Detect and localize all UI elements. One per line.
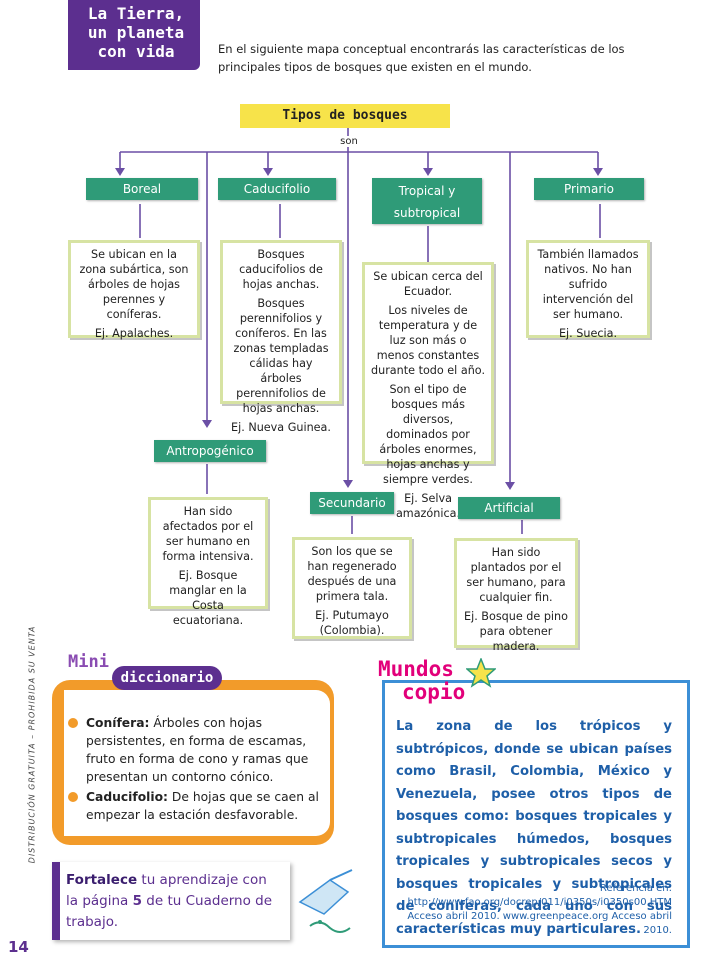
map-root-label: Tipos de bosques bbox=[240, 104, 450, 128]
primario-example: Ej. Suecia. bbox=[558, 327, 618, 340]
label-primario: Primario bbox=[534, 178, 644, 200]
bullet-icon bbox=[68, 718, 78, 728]
fortalece-part-d: de tu Cuaderno de trabajo. bbox=[66, 893, 273, 930]
definition-caducifolio: Caducifolio: De hojas que se caen al emp… bbox=[68, 788, 326, 824]
mundos-logo-top: Mundos bbox=[378, 657, 454, 681]
tropical-example: Ej. Selva amazónica. bbox=[395, 492, 461, 520]
mini-diccionario-panel bbox=[64, 690, 330, 836]
mundos-paragraph: La zona de los trópicos y subtrópicos, d… bbox=[396, 719, 672, 937]
bullet-icon bbox=[68, 792, 78, 802]
tropical-text: Se ubican cerca del Ecuador. bbox=[373, 270, 483, 298]
tropical-text2: Los niveles de temperatura y de luz son … bbox=[371, 304, 485, 377]
def2-text: De hojas que se caen al empezar la estac… bbox=[86, 790, 319, 822]
label-artificial: Artificial bbox=[458, 497, 560, 519]
label-caducifolio: Caducifolio bbox=[218, 178, 336, 200]
mundos-copio-box bbox=[382, 680, 690, 948]
label-secundario: Secundario bbox=[310, 492, 394, 514]
card-artificial: Han sido plantados por el ser humano, pa… bbox=[454, 538, 578, 653]
card-primario: También llamados nativos. No han sufrido… bbox=[526, 240, 650, 340]
caducifolio-text: Bosques caducifolios de hojas anchas. bbox=[239, 248, 323, 291]
boreal-example: Ej. Apalaches. bbox=[94, 327, 174, 340]
label-boreal: Boreal bbox=[86, 178, 198, 200]
def2-term: Caducifolio: bbox=[86, 790, 168, 804]
card-secundario: Son los que se han regenerado después de… bbox=[292, 537, 412, 639]
card-antropogenico: Han sido afectados por el ser humano en … bbox=[148, 497, 268, 627]
unit-title: La Tierra, un planeta con vida bbox=[87, 4, 185, 61]
secundario-text: Son los que se han regenerado después de… bbox=[307, 545, 397, 603]
card-tropical: Se ubican cerca del Ecuador. Los niveles… bbox=[362, 262, 494, 520]
definition-conifera: Conífera: Árboles con hojas persistentes… bbox=[68, 714, 326, 786]
connector-word: son bbox=[336, 136, 362, 147]
fortalece-strong: Fortalece bbox=[66, 872, 138, 888]
mini-title: Mini bbox=[68, 652, 109, 672]
antropogenico-example: Ej. Bosque manglar en la Costa ecuatoria… bbox=[169, 569, 247, 627]
artificial-example: Ej. Bosque de pino para obtener madera. bbox=[464, 610, 568, 653]
mundos-reference: Referencia en: http://www.fao.org/docrep… bbox=[407, 883, 672, 936]
page-number: 14 bbox=[8, 938, 29, 956]
fortalece-part-b: tu aprendizaje con la página bbox=[66, 872, 267, 909]
caducifolio-text2: Bosques perennifolios y coníferos. En la… bbox=[233, 297, 329, 415]
secundario-example: Ej. Putumayo (Colombia). bbox=[315, 609, 389, 637]
fortalece-page: 5 bbox=[132, 893, 143, 909]
watering-can-icon bbox=[298, 869, 353, 933]
label-antropogenico: Antropogénico bbox=[154, 440, 266, 462]
artificial-text: Han sido plantados por el ser humano, pa… bbox=[466, 546, 566, 604]
fortalece-text: Fortalece tu aprendizaje con la página 5… bbox=[66, 870, 280, 933]
intro-text: En el siguiente mapa conceptual encontra… bbox=[218, 42, 625, 74]
primario-text: También llamados nativos. No han sufrido… bbox=[537, 248, 639, 321]
card-boreal: Se ubican en la zona subártica, son árbo… bbox=[68, 240, 200, 340]
def1-text: Árboles con hojas persistentes, en forma… bbox=[86, 716, 309, 784]
boreal-text: Se ubican en la zona subártica, son árbo… bbox=[79, 248, 189, 321]
caducifolio-example: Ej. Nueva Guinea. bbox=[231, 421, 331, 434]
mundos-logo-bottom: copio bbox=[402, 680, 466, 704]
antropogenico-text: Han sido afectados por el ser humano en … bbox=[162, 505, 254, 563]
label-tropical: Tropical y subtropical bbox=[372, 178, 482, 224]
header-banner bbox=[68, 0, 200, 70]
tropical-text3: Son el tipo de bosques más diversos, dom… bbox=[379, 383, 477, 486]
fortalece-box bbox=[52, 862, 290, 940]
star-icon bbox=[466, 658, 496, 688]
def1-term: Conífera: bbox=[86, 716, 150, 730]
card-caducifolio: Bosques caducifolios de hojas anchas. Bo… bbox=[220, 240, 342, 434]
diccionario-tag: diccionario bbox=[112, 666, 222, 690]
